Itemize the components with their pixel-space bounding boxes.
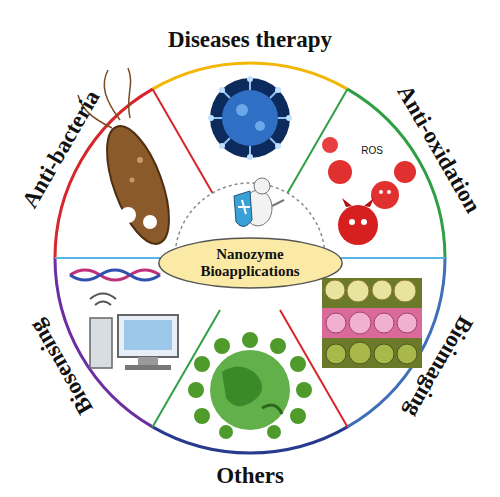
sector-title: Others <box>216 463 284 488</box>
ros-tag: ROS <box>361 145 383 156</box>
shield-icon <box>234 178 284 227</box>
earth-icon <box>188 332 312 439</box>
tissue-image <box>322 278 422 368</box>
arc-top <box>153 63 348 89</box>
divider <box>280 310 348 427</box>
sector-title: Diseases therapy <box>168 27 332 52</box>
ros-icon <box>322 137 416 245</box>
arc-bottom <box>153 427 348 453</box>
sector-title: Anti-bacteria <box>17 86 105 213</box>
biosensing-icon <box>70 270 178 370</box>
node-title: Nanozyme Bioapplications <box>185 246 315 281</box>
center-oval: Nanozyme Bioapplications <box>157 237 344 289</box>
sector-title: Anti-oxidation <box>392 81 485 218</box>
virus-icon <box>208 76 292 160</box>
